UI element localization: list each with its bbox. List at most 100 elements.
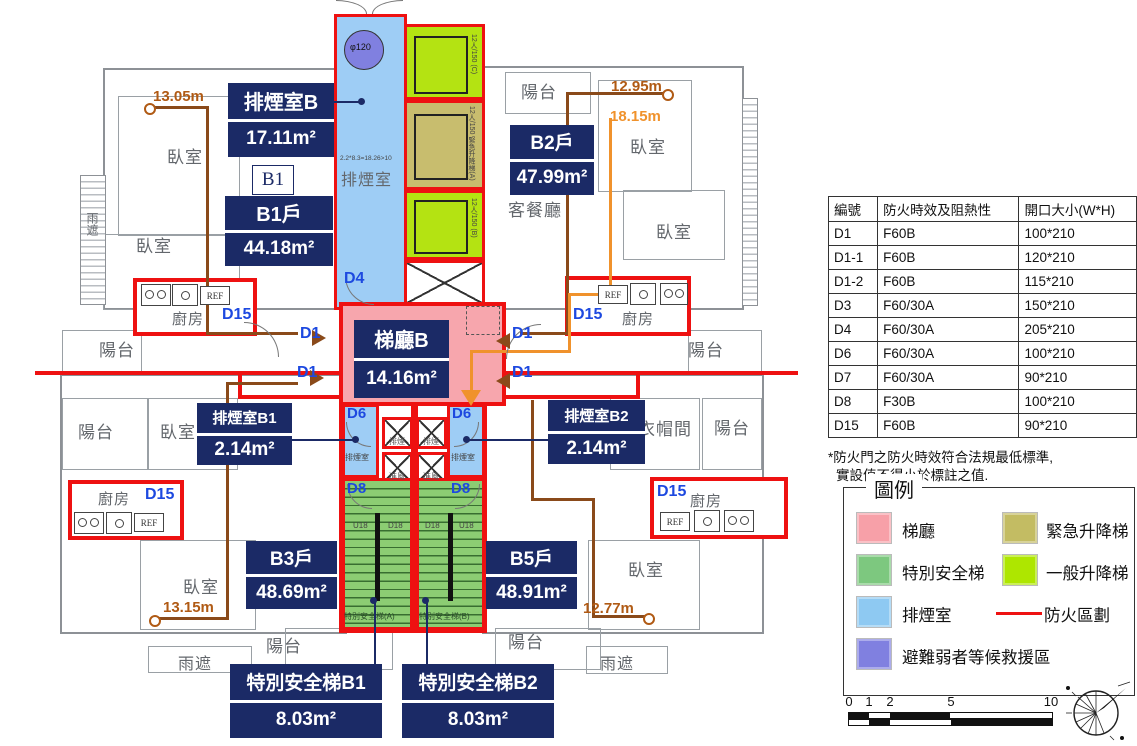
door-d15-label: D15	[222, 306, 252, 323]
stove-icon	[660, 283, 688, 305]
fire-line	[506, 371, 798, 375]
scale-bar-top	[848, 712, 1053, 719]
elevator-cab	[414, 200, 468, 254]
stove-icon	[141, 284, 171, 306]
cell: 205*210	[1018, 317, 1137, 342]
leader-dot	[463, 436, 470, 443]
label-area: 44.18m²	[225, 229, 333, 266]
cell: D1-1	[827, 245, 879, 270]
fridge-label: REF	[598, 285, 628, 304]
label-area: 17.11m²	[228, 118, 334, 157]
travel-path	[206, 106, 209, 335]
elevator-cab	[414, 114, 468, 180]
label-area: 48.91m²	[486, 573, 577, 609]
travel-path-orange	[470, 350, 473, 392]
cell: 90*210	[1018, 413, 1137, 438]
stair-up-label: U18	[353, 521, 368, 530]
elevator-cab	[414, 36, 468, 94]
balcony-label: 陽台	[688, 341, 724, 360]
door-d15-label: D15	[573, 306, 603, 323]
label-area: 47.99m²	[510, 158, 594, 195]
sink-icon	[630, 283, 656, 305]
leader-line	[292, 439, 356, 441]
wall-rain-shelter	[586, 646, 668, 674]
label-title: 排煙室B	[228, 83, 334, 119]
bedroom-label: 臥室	[656, 223, 692, 242]
cell: F60/30A	[877, 293, 1020, 318]
scale-tick: 10	[1043, 694, 1059, 709]
fridge-label: REF	[134, 513, 164, 532]
legend-swatch-smoke-room	[856, 596, 892, 628]
distance-label: 12.77m	[583, 600, 634, 617]
rain-shelter-label: 雨遮	[85, 212, 99, 236]
door-d8-label: D8	[347, 480, 367, 497]
travel-path	[592, 498, 595, 618]
label-title: 排煙室B2	[548, 400, 645, 431]
cell: D15	[827, 413, 879, 438]
wall-bedroom	[118, 96, 240, 236]
path-start-dot	[662, 89, 674, 101]
label-smoke-room-b2: 排煙室B2 2.14m²	[548, 400, 645, 464]
cloakroom-label: 衣帽間	[638, 420, 692, 439]
elevator-b-label: 12人/150 (B)	[470, 198, 477, 238]
stair-down-label: D18	[425, 521, 440, 530]
wall-bedroom	[623, 190, 725, 260]
fire-line	[238, 395, 339, 399]
travel-path-orange	[568, 293, 612, 296]
leader-line	[426, 600, 428, 664]
cell: D7	[827, 365, 879, 390]
label-stair-b1: 特別安全梯B1 8.03m²	[230, 664, 382, 738]
table-note-line1: *防火門之防火時效符合法規最低標準,	[828, 450, 1054, 465]
bedroom-label: 臥室	[136, 237, 172, 256]
exhaust-duct-label: 排煙	[423, 437, 439, 446]
scale-seg	[889, 713, 951, 718]
legend-label: 緊急升降梯	[1046, 523, 1129, 541]
stair-rail	[375, 513, 380, 601]
leader-dot	[358, 98, 365, 105]
wall-rain-shelter-strip	[742, 98, 758, 306]
scale-tick: 2	[886, 694, 894, 709]
label-stair-b2: 特別安全梯B2 8.03m²	[402, 664, 554, 738]
balcony-label: 陽台	[521, 83, 557, 102]
travel-path	[531, 400, 534, 501]
cell: F60B	[877, 413, 1020, 438]
wall-balcony	[702, 398, 762, 470]
label-area: 2.14m²	[197, 432, 292, 465]
label-area: 8.03m²	[230, 699, 382, 738]
fridge-label: REF	[660, 512, 690, 531]
travel-path	[566, 92, 569, 335]
wall-bedroom	[588, 540, 700, 630]
service-shaft	[404, 260, 485, 306]
wall-rain-shelter-strip	[80, 175, 106, 305]
leader-dot	[422, 597, 429, 604]
kitchen-label: 廚房	[690, 493, 723, 510]
label-lobby-b: 梯廳B 14.16m²	[354, 320, 449, 398]
legend-swatch-emergency-elevator	[1002, 512, 1038, 544]
door-d15-label: D15	[657, 483, 687, 500]
cell: D6	[827, 341, 879, 366]
compass-rose-icon	[1066, 681, 1131, 741]
label-area: 8.03m²	[402, 699, 554, 738]
label-title: B2戶	[510, 125, 594, 159]
leader-line	[466, 439, 548, 441]
door-d4-label: D4	[344, 270, 365, 287]
leader-line	[334, 101, 364, 103]
path-arrow-left	[496, 373, 510, 389]
smoke-shaft-formula: 2.2*8.3=18.26>10	[340, 155, 392, 162]
travel-path	[151, 106, 209, 109]
cell: F60B	[877, 245, 1020, 270]
core-divider	[411, 402, 418, 633]
smoke-strip-label: 排煙室	[451, 453, 475, 462]
label-area: 14.16m²	[354, 357, 449, 398]
leader-dot	[352, 436, 359, 443]
stair-rail	[448, 513, 453, 601]
balcony-label: 陽台	[78, 423, 114, 442]
lobby-dashed-box	[466, 306, 500, 335]
label-title: 排煙室B1	[197, 403, 292, 433]
unit-tag-b1: B1	[252, 165, 294, 195]
smoke-strip-label: 排煙室	[345, 453, 369, 462]
fire-line	[636, 371, 640, 399]
balcony-label: 陽台	[266, 637, 302, 656]
